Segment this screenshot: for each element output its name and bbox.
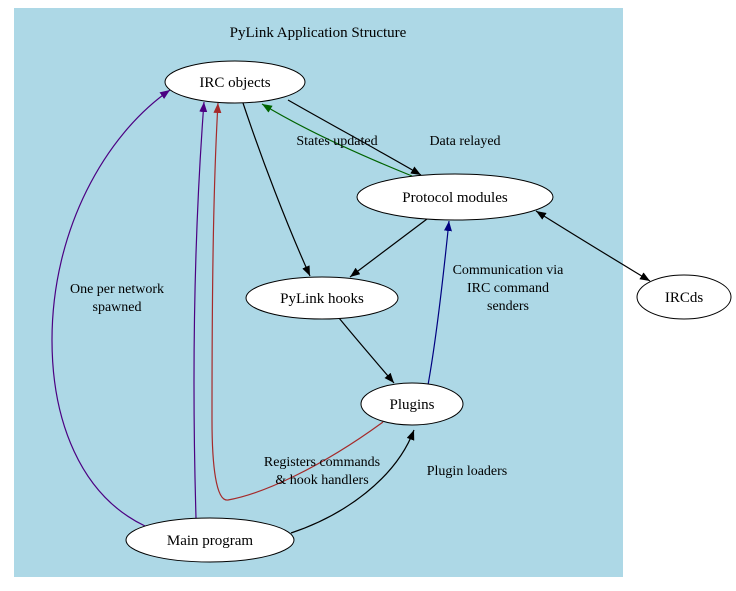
edge-label-states-updated: States updated <box>296 134 377 149</box>
edge-line-one-per-network-outer <box>51 89 171 527</box>
edge-label-communication-line3: senders <box>487 299 529 314</box>
node-shape-pylink-hooks <box>245 276 399 320</box>
diagram-title: PyLink Application Structure <box>230 25 407 41</box>
edge-label-plugin-loaders: Plugin loaders <box>427 464 508 479</box>
edge-protocol-modules-to-ircds <box>535 210 651 282</box>
edge-line-states-updated <box>261 103 413 177</box>
edge-irc-objects-to-protocol-modules: Data relayed <box>287 99 501 176</box>
edge-label-one-per-network-line2: spawned <box>93 300 142 315</box>
node-irc-objects: IRC objects <box>164 60 306 104</box>
node-shape-protocol-modules <box>356 173 554 221</box>
edge-plugins-to-irc-objects: Registers commands & hook handlers <box>211 102 384 501</box>
edge-line-protocol-modules-to-pylink-hooks <box>349 218 428 278</box>
edge-protocol-modules-to-pylink-hooks <box>349 218 428 278</box>
edge-label-communication-line1: Communication via <box>453 263 565 278</box>
node-label-protocol-modules: Protocol modules <box>402 190 508 206</box>
edge-line-communication <box>427 220 452 386</box>
node-pylink-hooks: PyLink hooks <box>245 276 399 320</box>
edge-main-program-to-plugins: Plugin loaders <box>290 429 508 534</box>
node-shape-irc-objects <box>164 60 306 104</box>
edge-label-one-per-network-line1: One per network <box>70 282 164 297</box>
edge-line-one-per-network-inner <box>193 101 208 519</box>
edge-line-irc-objects-to-pylink-hooks <box>242 102 311 277</box>
node-label-irc-objects: IRC objects <box>199 75 270 91</box>
edge-line-pylink-hooks-to-plugins <box>338 317 395 384</box>
edge-line-protocol-modules-ircds <box>535 210 651 282</box>
edge-protocol-modules-to-irc-objects: States updated <box>261 103 413 177</box>
node-plugins: Plugins <box>360 382 464 426</box>
edge-line-data-relayed <box>287 99 422 176</box>
node-label-pylink-hooks: PyLink hooks <box>280 291 364 307</box>
node-shape-ircds <box>636 274 732 320</box>
edge-irc-objects-to-pylink-hooks <box>242 102 311 277</box>
node-ircds: IRCds <box>636 274 732 320</box>
edge-pylink-hooks-to-plugins <box>338 317 395 384</box>
node-label-ircds: IRCds <box>665 290 704 306</box>
node-shape-main-program <box>125 517 295 563</box>
node-main-program: Main program <box>125 517 295 563</box>
node-protocol-modules: Protocol modules <box>356 173 554 221</box>
edge-line-plugin-loaders <box>290 429 415 534</box>
edge-main-program-to-irc-objects: One per network spawned <box>51 89 208 527</box>
edge-label-registers-commands-line2: & hook handlers <box>275 473 368 488</box>
node-label-plugins: Plugins <box>389 397 434 413</box>
edge-label-communication-line2: IRC command <box>467 281 549 296</box>
node-shape-plugins <box>360 382 464 426</box>
edge-label-registers-commands-line1: Registers commands <box>264 455 380 470</box>
edge-line-registers-commands <box>211 102 384 501</box>
node-label-main-program: Main program <box>167 533 254 549</box>
edge-label-data-relayed: Data relayed <box>429 134 500 149</box>
